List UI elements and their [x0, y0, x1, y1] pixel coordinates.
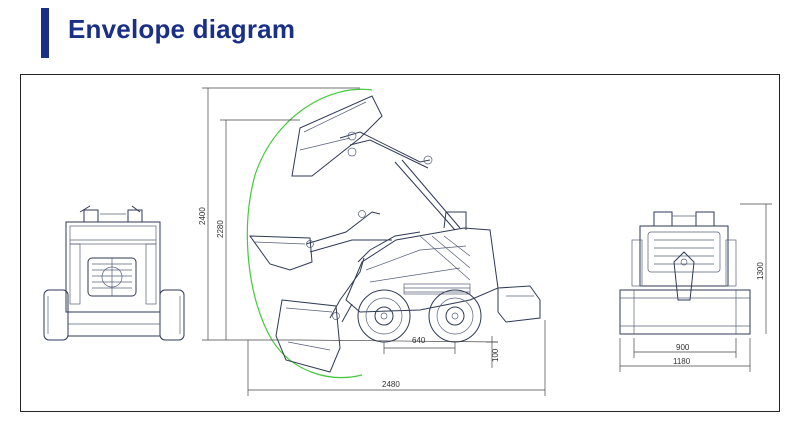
page-title: Envelope diagram [68, 14, 296, 44]
front-view [43, 205, 185, 341]
dim-900: 900 [676, 343, 690, 352]
dim-2400: 2400 [198, 207, 207, 225]
diagram-frame [20, 74, 780, 412]
lift-envelope-arc [246, 88, 373, 379]
title-accent-bar [41, 8, 49, 58]
dimension-lines [202, 87, 772, 396]
dim-640: 640 [412, 336, 426, 345]
dim-1180: 1180 [673, 357, 691, 366]
dim-2480: 2480 [382, 380, 400, 389]
rear-view [619, 211, 751, 335]
dim-2280: 2280 [216, 220, 225, 238]
side-view [246, 88, 541, 379]
dim-100: 100 [491, 348, 500, 362]
dim-1300: 1300 [756, 262, 765, 280]
